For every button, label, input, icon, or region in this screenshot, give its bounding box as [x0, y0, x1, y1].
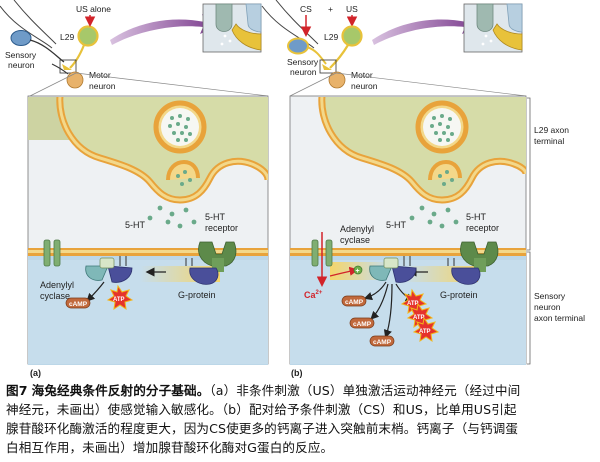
calcium-label: Ca2+ — [304, 290, 323, 300]
g-protein-label-b: G-protein — [440, 290, 478, 300]
sensory-neuron-body-b — [287, 37, 309, 55]
atp-label: ATP — [113, 297, 125, 303]
camp-token — [65, 297, 91, 309]
l29-label: L29 — [60, 32, 74, 42]
receptor-label-b-2: receptor — [466, 223, 499, 233]
l29-neuron-body-b — [341, 25, 363, 47]
atp-label-b3: ATP — [419, 329, 431, 335]
panel-a: Sensory neuron L29 US alone Motor neuron — [0, 0, 269, 378]
sensory-neuron-label-2: neuron — [8, 60, 35, 70]
receptor-label-b: 5-HT — [466, 212, 487, 222]
figure-caption: 图7 海兔经典条件反射的分子基础。（a）非条件刺激（US）单独激活运动神经元（经… — [6, 381, 596, 457]
adenylyl-cyclase-label: Adenylyl — [40, 280, 74, 290]
sensory-terminal-label: Sensory — [534, 291, 566, 301]
synapse-inset-b — [463, 3, 523, 53]
caption-line-4: 白相互作用，未画出）增加腺苷酸环化酶对G蛋白的反应。 — [6, 440, 334, 455]
motor-neuron-label-b-2: neuron — [351, 81, 378, 91]
adenylyl-cyclase — [85, 256, 133, 283]
l29-terminal-label-2: terminal — [534, 136, 564, 146]
g-protein-b — [447, 258, 481, 285]
sensory-terminal-label-3: axon terminal — [534, 313, 585, 323]
sensory-neuron-label-b: Sensory — [287, 57, 319, 67]
zoom-arrow-b — [372, 14, 480, 45]
motor-neuron-body — [66, 71, 84, 89]
sensory-neuron-label-b-2: neuron — [290, 67, 317, 77]
g-protein — [185, 258, 219, 285]
motor-neuron-label: Motor — [89, 70, 111, 80]
figure-number: 图7 — [6, 383, 28, 398]
serotonin-label-b: 5-HT — [386, 220, 407, 230]
l29-neuron-body — [77, 25, 99, 47]
plus-label: + — [328, 4, 333, 14]
atp-stars-b: ATP ATP ATP — [400, 288, 440, 343]
calcium-plus-circle — [353, 265, 363, 275]
motor-neuron-label-2: neuron — [89, 81, 116, 91]
atp-label-b2: ATP — [413, 315, 425, 321]
camp-tokens-b: cAMP cAMP cAMP — [341, 295, 395, 347]
receptor-label: 5-HT — [205, 212, 226, 222]
panel-a-letter: (a) — [30, 368, 41, 378]
camp-label-b1: cAMP — [345, 299, 364, 306]
camp-label: cAMP — [69, 301, 88, 308]
serotonin-molecules-b — [409, 205, 459, 229]
caption-line-2: 神经元，未画出）使感觉输入敏感化。（b）配对给予条件刺激（CS）和US，比单用U… — [6, 402, 517, 417]
cs-label: CS — [300, 4, 312, 14]
sensory-neuron-label: Sensory — [5, 50, 37, 60]
camp-label-b3: cAMP — [373, 339, 392, 346]
sensory-terminal-label-2: neuron — [534, 302, 561, 312]
figure-title: 海兔经典条件反射的分子基础。 — [31, 383, 210, 398]
calcium-channel-b — [311, 239, 333, 267]
motor-neuron-label-b: Motor — [351, 70, 373, 80]
adenylyl-cyclase-label-b: Adenylyl — [340, 224, 374, 234]
caption-line-3: 腺苷酸环化酶激活的程度更大，因为CS使更多的钙离子进入突触前末梢。钙离子（与钙调… — [6, 421, 519, 436]
motor-neuron-body-b — [328, 71, 346, 89]
adenylyl-cyclase-label-2: cyclase — [40, 291, 70, 301]
receptor-label-2: receptor — [205, 223, 238, 233]
caption-line-1: （a）非条件刺激（US）单独激活运动神经元（经过中间 — [209, 383, 521, 398]
g-protein-label: G-protein — [178, 290, 216, 300]
us-alone-label: US alone — [76, 4, 111, 14]
zoom-arrow — [110, 14, 218, 45]
adenylyl-cyclase-b — [369, 256, 417, 283]
classical-conditioning-diagram: Sensory neuron L29 US alone Motor neuron — [0, 0, 585, 378]
panel-b-letter: (b) — [291, 368, 303, 378]
camp-label-b2: cAMP — [353, 321, 372, 328]
l29-terminal-label: L29 axon — [534, 125, 569, 135]
serotonin-molecules — [147, 205, 197, 229]
l29-label-b: L29 — [324, 32, 338, 42]
atp-star — [106, 284, 134, 311]
us-label: US — [346, 4, 358, 14]
calcium-plus: + — [356, 268, 360, 275]
synapse-inset — [202, 3, 262, 53]
calcium-channel — [43, 239, 61, 267]
sensory-neuron-body — [10, 30, 32, 46]
panel-b: Sensory neuron CS + US L29 Motor neuron — [261, 0, 585, 378]
atp-label-b1: ATP — [407, 301, 419, 307]
adenylyl-cyclase-label-b-2: cyclase — [340, 235, 370, 245]
serotonin-label: 5-HT — [125, 220, 146, 230]
